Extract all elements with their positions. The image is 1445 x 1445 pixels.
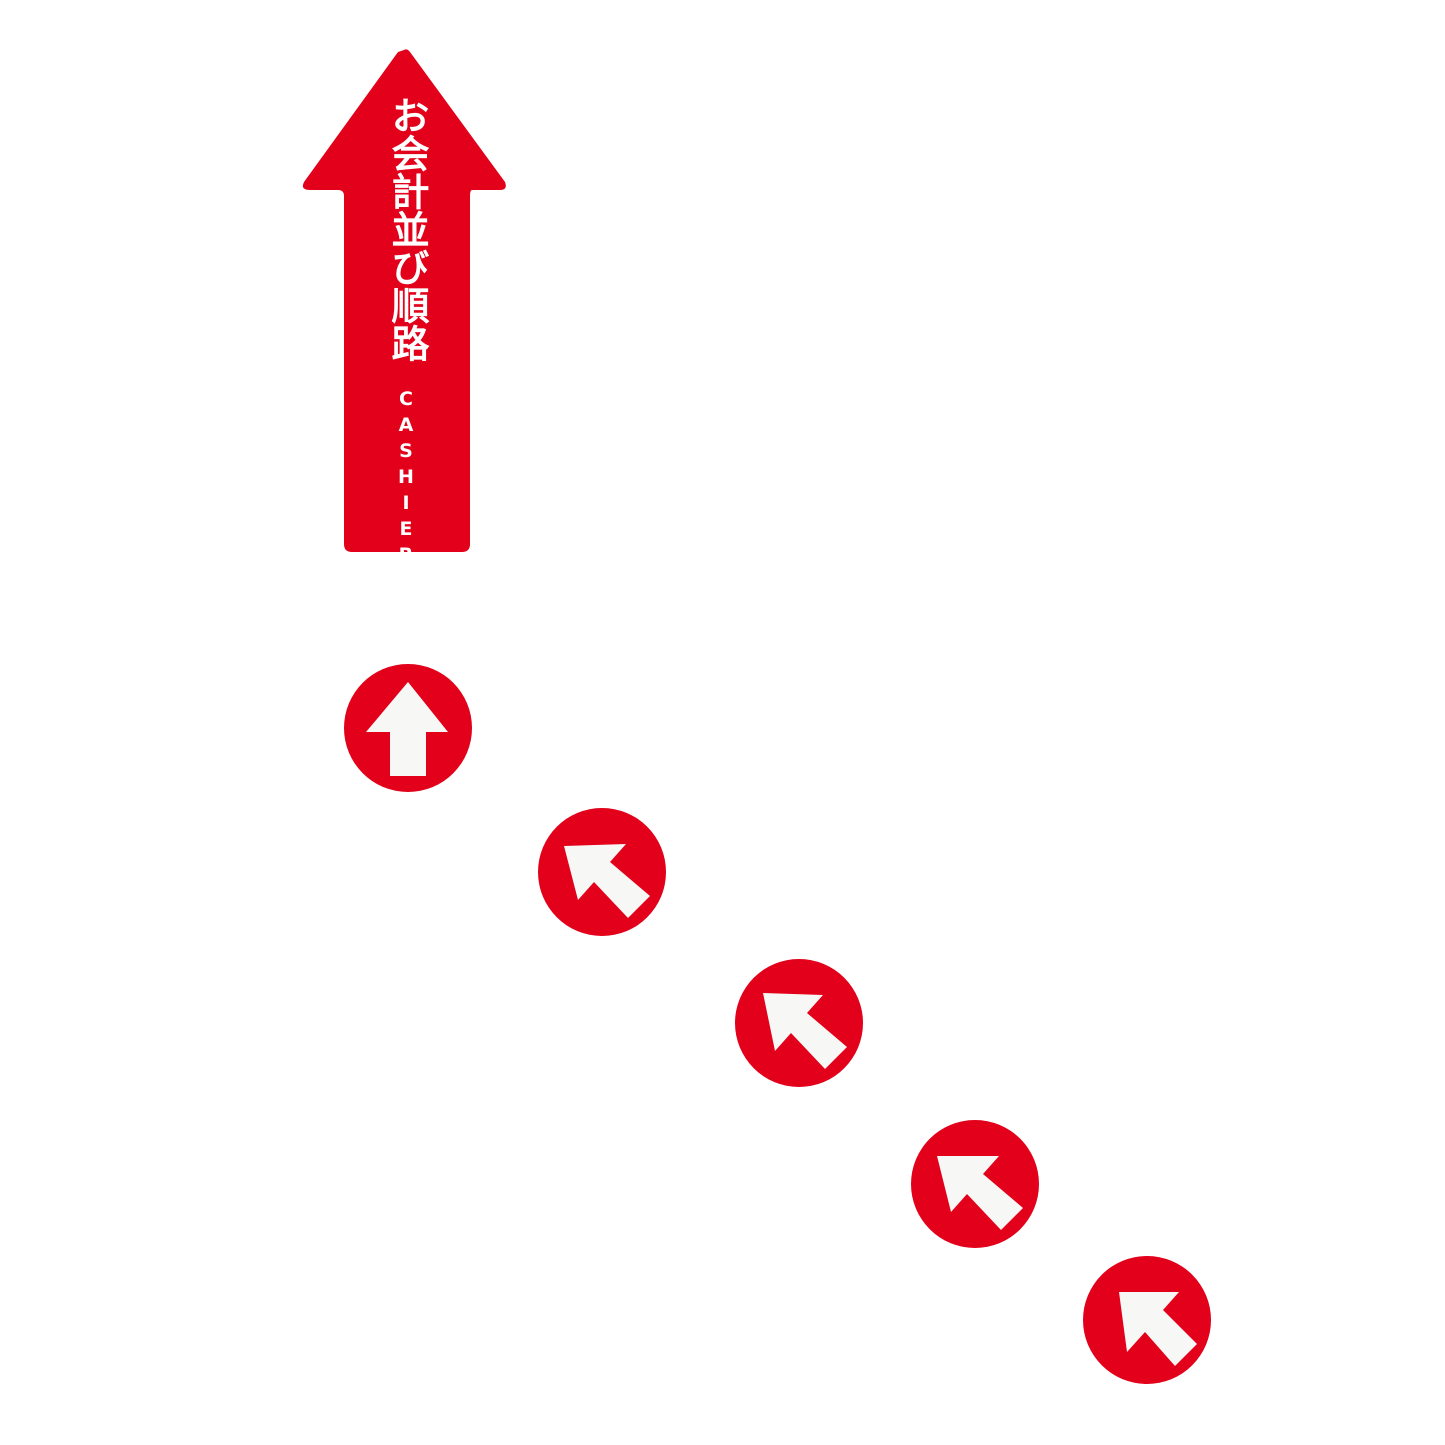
arrow-up-left-icon (763, 993, 847, 1069)
floor-dot-4 (911, 1120, 1039, 1248)
floor-dot-2 (538, 808, 666, 936)
arrow-up-icon (366, 682, 448, 776)
arrow-up-left-icon (937, 1156, 1023, 1230)
big-arrow-up-icon (302, 49, 506, 552)
floor-dot-5 (1083, 1256, 1211, 1384)
floor-dot-1 (344, 664, 472, 792)
floor-dot-3 (735, 959, 863, 1087)
arrow-up-left-icon (1119, 1292, 1197, 1366)
cashier-label-japanese: お会計並び順路 (385, 96, 429, 362)
arrow-up-left-icon (564, 844, 650, 918)
cashier-label-english: CASHIER (395, 388, 417, 570)
